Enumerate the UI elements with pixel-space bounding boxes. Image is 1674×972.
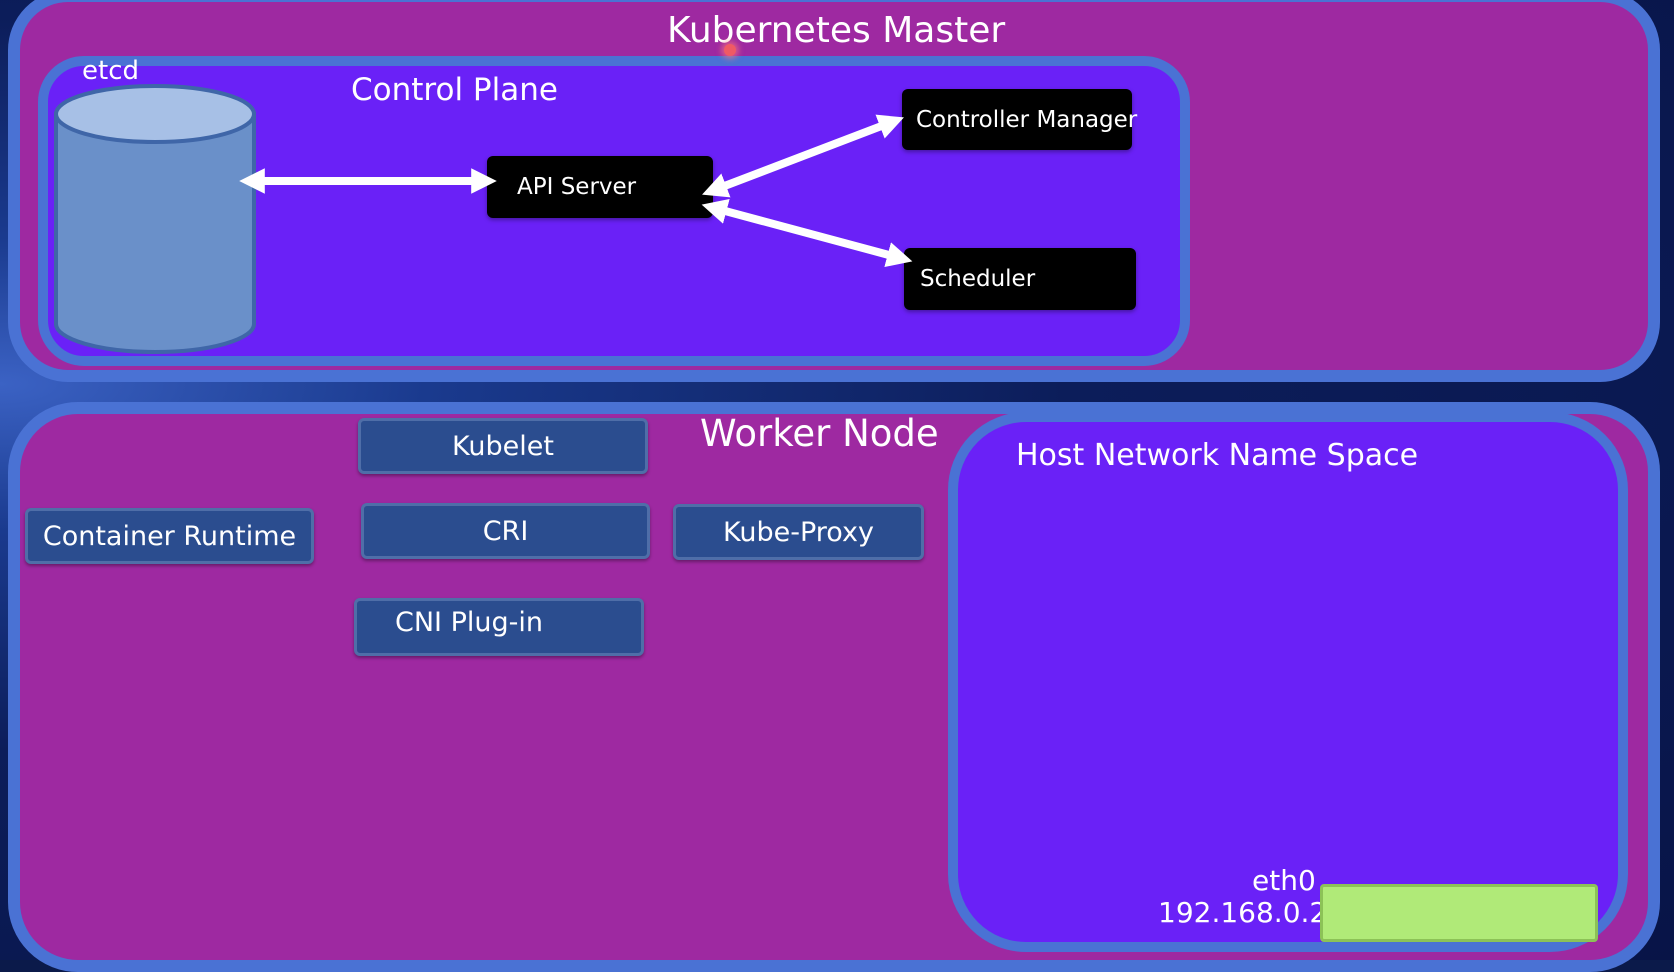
api-scheduler-arrow xyxy=(701,198,913,268)
worker-node-title: Worker Node xyxy=(700,412,939,455)
etcd-label: etcd xyxy=(82,56,139,86)
control-plane-title: Control Plane xyxy=(351,72,558,108)
eth0-interface-bar xyxy=(1320,884,1598,942)
cursor-pointer-icon xyxy=(724,44,736,56)
api-server-box: API Server xyxy=(487,156,713,218)
api-controller-arrow xyxy=(702,114,904,198)
cni-plugin-box: CNI Plug-in xyxy=(354,598,644,656)
etcd-database-cylinder-icon xyxy=(54,84,256,354)
host-network-title: Host Network Name Space xyxy=(1016,438,1419,473)
controller-manager-box: Controller Manager xyxy=(902,89,1137,150)
ip-address-label: 192.168.0.2 xyxy=(1158,896,1328,929)
cri-box: CRI xyxy=(361,503,650,559)
eth0-label: eth0 xyxy=(1252,864,1316,897)
kubelet-box: Kubelet xyxy=(358,418,648,474)
host-network-namespace-region xyxy=(948,412,1628,952)
scheduler-box: Scheduler xyxy=(904,248,1136,310)
container-runtime-box: Container Runtime xyxy=(25,508,314,564)
kube-proxy-box: Kube-Proxy xyxy=(673,504,924,560)
master-title: Kubernetes Master xyxy=(667,10,1006,51)
